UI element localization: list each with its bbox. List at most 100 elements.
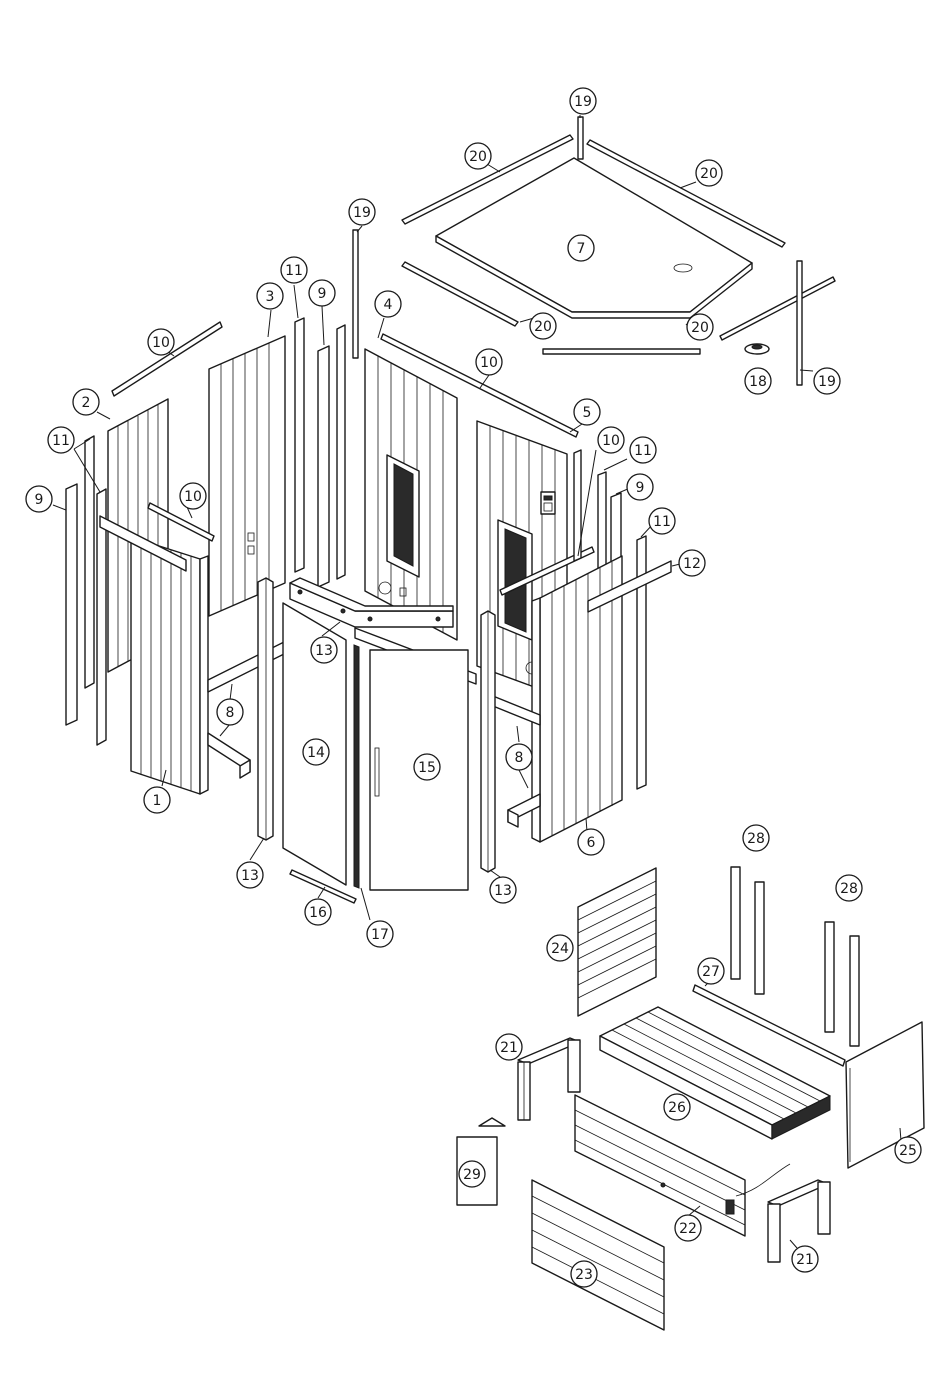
corner-strip [318, 346, 329, 587]
callout-label: 10 [152, 335, 170, 351]
bench-post [850, 936, 859, 1046]
callout-label: 10 [184, 489, 202, 505]
callout-label: 16 [309, 905, 327, 921]
callout-label: 19 [353, 205, 371, 221]
callout-label: 8 [226, 705, 235, 721]
callout-10: 10 [476, 349, 502, 375]
callout-27: 27 [698, 958, 724, 984]
callout-label: 13 [241, 868, 259, 884]
callout-label: 11 [52, 433, 70, 449]
callout-label: 13 [315, 643, 333, 659]
callout-22: 22 [675, 1215, 701, 1241]
callout-label: 1 [153, 793, 162, 809]
callout-label: 15 [418, 760, 436, 776]
callout-11: 11 [630, 437, 656, 463]
callout-11: 11 [48, 427, 74, 453]
callout-label: 6 [587, 835, 596, 851]
callout-15: 15 [414, 754, 440, 780]
callout-5: 5 [574, 399, 600, 425]
callout-label: 28 [840, 881, 858, 897]
callout-label: 9 [636, 480, 645, 496]
roof-post-right [797, 261, 802, 385]
callout-label: 10 [480, 355, 498, 371]
callout-20: 20 [530, 313, 556, 339]
callout-label: 20 [691, 320, 709, 336]
control-panel [541, 492, 555, 514]
callout-label: 19 [818, 374, 836, 390]
backrest-slats [578, 868, 656, 1016]
heater-window [387, 455, 419, 577]
callout-25: 25 [895, 1137, 921, 1163]
callout-label: 22 [679, 1221, 697, 1237]
callout-label: 23 [575, 1267, 593, 1283]
callout-4: 4 [375, 291, 401, 317]
bench-seat [600, 1007, 830, 1139]
callout-19: 19 [570, 88, 596, 114]
callout-label: 19 [574, 94, 592, 110]
callout-24: 24 [547, 935, 573, 961]
callout-16: 16 [305, 899, 331, 925]
wall-panel [131, 537, 208, 794]
callout-label: 18 [749, 374, 767, 390]
callout-label: 20 [469, 149, 487, 165]
callout-label: 3 [266, 289, 275, 305]
callout-29: 29 [459, 1161, 485, 1187]
callout-19: 19 [814, 368, 840, 394]
callout-20: 20 [687, 314, 713, 340]
callout-label: 21 [796, 1252, 814, 1268]
callout-label: 26 [668, 1100, 686, 1116]
triangle-cap [479, 1118, 505, 1126]
callout-label: 28 [747, 831, 765, 847]
callout-label: 27 [702, 964, 720, 980]
door-post [481, 611, 495, 872]
callout-8: 8 [506, 744, 532, 770]
callout-label: 11 [285, 263, 303, 279]
callout-21: 21 [792, 1246, 818, 1272]
callout-11: 11 [649, 508, 675, 534]
callout-label: 11 [653, 514, 671, 530]
bench-lower-slats [532, 1180, 664, 1330]
callout-10: 10 [148, 329, 174, 355]
callout-label: 20 [700, 166, 718, 182]
callout-label: 5 [583, 405, 592, 421]
callout-label: 10 [602, 433, 620, 449]
callout-8: 8 [217, 699, 243, 725]
corner-strip [66, 484, 77, 725]
bench-leg [518, 1038, 580, 1120]
callout-10: 10 [180, 483, 206, 509]
callout-9: 9 [627, 474, 653, 500]
callout-12: 12 [679, 550, 705, 576]
callout-label: 20 [534, 319, 552, 335]
callout-6: 6 [578, 829, 604, 855]
callout-label: 24 [551, 941, 569, 957]
callout-26: 26 [664, 1094, 690, 1120]
callout-13: 13 [237, 862, 263, 888]
callout-9: 9 [26, 486, 52, 512]
callout-20: 20 [696, 160, 722, 186]
callout-label: 8 [515, 750, 524, 766]
corner-strip [337, 325, 345, 579]
callout-21: 21 [496, 1034, 522, 1060]
callout-28: 28 [836, 875, 862, 901]
callout-label: 9 [35, 492, 44, 508]
callout-label: 25 [899, 1143, 917, 1159]
callout-17: 17 [367, 921, 393, 947]
callout-label: 13 [494, 883, 512, 899]
callout-label: 4 [384, 297, 393, 313]
corner-strip [295, 318, 304, 572]
callout-19: 19 [349, 199, 375, 225]
callout-20: 20 [465, 143, 491, 169]
callout-label: 17 [371, 927, 389, 943]
callout-7: 7 [568, 235, 594, 261]
roof-post-left [353, 230, 358, 358]
callout-label: 29 [463, 1167, 481, 1183]
callout-label: 2 [82, 395, 91, 411]
bench-post [755, 882, 764, 994]
roof-rail [543, 349, 700, 354]
callout-11: 11 [281, 257, 307, 283]
bench-group [457, 867, 924, 1330]
callout-label: 9 [318, 286, 327, 302]
callout-2: 2 [73, 389, 99, 415]
